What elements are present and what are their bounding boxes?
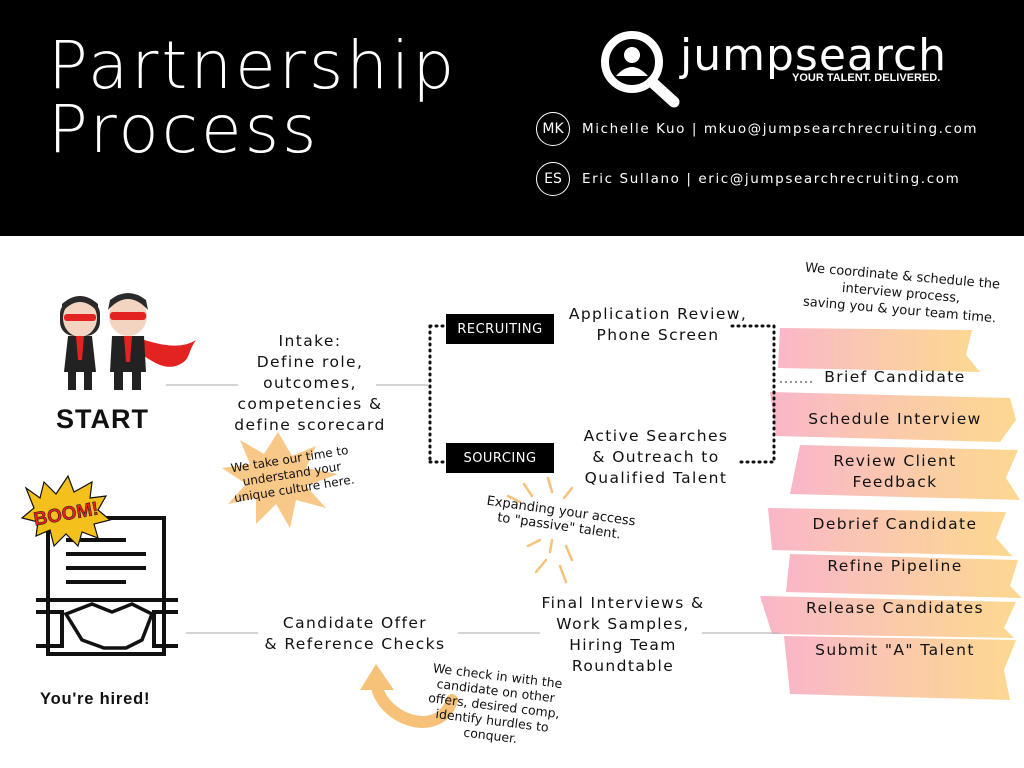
magnifier-person-icon (601, 31, 680, 108)
offer-step: Candidate Offer & Reference Checks (264, 614, 446, 653)
brand-name: jumpsearch (680, 30, 948, 81)
recruiting-tag: RECRUITING (446, 314, 554, 344)
contact-michelle: MK Michelle Kuo | mkuo@jumpsearchrecruit… (536, 112, 978, 146)
start-label: START (56, 404, 149, 434)
page-title: Partnership Process (48, 27, 458, 168)
avatar-initials: MK (536, 112, 570, 146)
title-line-2: Process (48, 91, 320, 168)
title-line-1: Partnership (48, 27, 458, 104)
step-refine-pipeline: Refine Pipeline (827, 557, 963, 575)
step-schedule-interview: Schedule Interview (808, 410, 982, 428)
avatar-initials: ES (536, 162, 570, 196)
step-brief-candidate: Brief Candidate (824, 368, 966, 386)
intake-step: Intake: Define role, outcomes, competenc… (234, 332, 386, 434)
final-interviews-step: Final Interviews & Work Samples, Hiring … (541, 594, 705, 675)
recruiting-step: Application Review, Phone Screen (568, 305, 748, 344)
hired-label: You're hired! (40, 690, 151, 708)
header-banner: Partnership Process jumpsearch YOUR TALE… (0, 0, 1024, 236)
dotted-connectors (428, 324, 776, 464)
contact-text[interactable]: Eric Sullano | eric@jumpsearchrecruiting… (582, 171, 961, 187)
paint-strokes (760, 328, 1022, 700)
sparks-sourcing (506, 476, 574, 584)
starburst-intake (222, 432, 338, 528)
step-release-candidates: Release Candidates (805, 599, 984, 617)
step-review-client-feedback: Review Client Feedback (833, 452, 957, 491)
contract-handshake-illustration: BOOM! (20, 474, 178, 656)
step-submit-a-talent: Submit "A" Talent (815, 641, 975, 659)
contact-eric: ES Eric Sullano | eric@jumpsearchrecruit… (536, 162, 960, 196)
sourcing-tag: SOURCING (446, 443, 554, 473)
step-debrief-candidate: Debrief Candidate (812, 515, 978, 533)
jumpsearch-logo: jumpsearch YOUR TALENT. DELIVERED. (600, 30, 946, 110)
superhero-characters-illustration (60, 293, 196, 390)
sourcing-step: Active Searches & Outreach to Qualified … (583, 427, 729, 487)
contact-text[interactable]: Michelle Kuo | mkuo@jumpsearchrecruiting… (582, 121, 979, 137)
brand-tagline: YOUR TALENT. DELIVERED. (792, 72, 941, 84)
curved-arrow (370, 676, 458, 728)
connectors (166, 384, 780, 634)
